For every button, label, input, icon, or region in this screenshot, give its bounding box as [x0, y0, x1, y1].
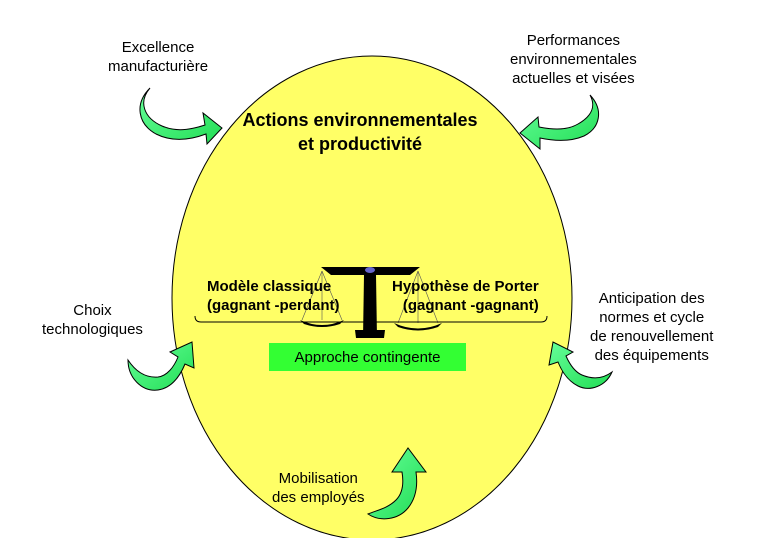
- scale-pan-right: [394, 323, 442, 331]
- factor-label-performances: Performances environnementales actuelles…: [510, 31, 637, 88]
- factor-line: actuelles et visées: [512, 70, 635, 87]
- approach-box: Approche contingente: [269, 343, 466, 371]
- factor-line: Choix: [73, 302, 112, 319]
- central-title: Actions environnementales et productivit…: [200, 108, 520, 156]
- factor-line: Mobilisation: [278, 470, 358, 487]
- factor-line: technologiques: [42, 321, 143, 338]
- scale-pivot: [365, 267, 375, 273]
- scale-base: [355, 330, 385, 338]
- factor-line: Excellence: [121, 39, 195, 56]
- arrow-choix: [127, 341, 195, 391]
- factor-line: Anticipation des: [598, 290, 705, 307]
- balance-scale: [194, 267, 548, 338]
- factor-line: environnementales: [510, 51, 637, 68]
- factor-line: de renouvellement: [590, 328, 714, 345]
- arrow-anticipation: [548, 341, 614, 389]
- left-model-line1: Modèle classique: [207, 278, 332, 295]
- arrow-mobilisation: [366, 447, 427, 520]
- factor-label-excellence: Excellence manufacturière: [108, 38, 208, 76]
- factor-line: Performances: [526, 32, 621, 49]
- right-model-line1: Hypothèse de Porter: [392, 278, 539, 295]
- factor-line: des employés: [272, 489, 365, 506]
- central-title-line1: Actions environnementales: [242, 110, 478, 130]
- arrow-excellence: [139, 87, 223, 146]
- scale-post: [363, 275, 377, 338]
- left-model-label: Modèle classique (gagnant -perdant): [207, 277, 340, 315]
- factor-label-anticipation: Anticipation des normes et cycle de reno…: [590, 289, 713, 365]
- factor-label-mobilisation: Mobilisation des employés: [272, 469, 365, 507]
- factor-label-choix: Choix technologiques: [42, 301, 143, 339]
- scale-pan-left: [300, 320, 344, 327]
- right-model-line2: (gagnant -gagnant): [402, 297, 539, 314]
- scale-bracket: [194, 315, 548, 323]
- factor-line: des équipements: [594, 347, 709, 364]
- factor-line: manufacturière: [108, 58, 209, 75]
- left-model-line2: (gagnant -perdant): [207, 297, 340, 314]
- arrow-performances: [519, 94, 599, 151]
- factor-line: normes et cycle: [599, 309, 705, 326]
- right-model-label: Hypothèse de Porter (gagnant -gagnant): [392, 277, 539, 315]
- central-title-line2: et productivité: [297, 134, 422, 154]
- scale-strings: [301, 270, 439, 324]
